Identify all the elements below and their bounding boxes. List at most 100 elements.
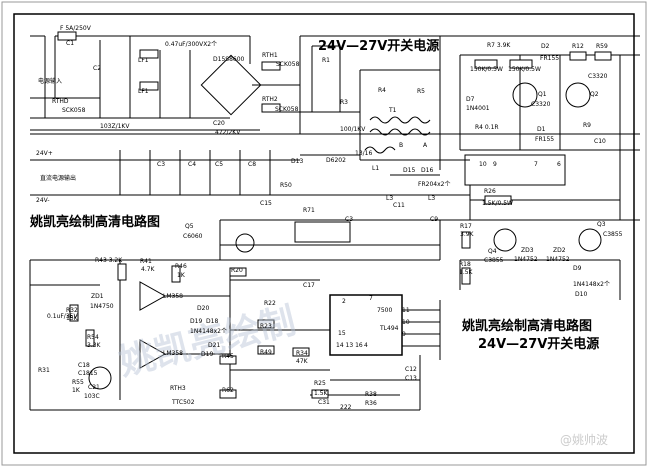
component-label: RTHD [52,98,69,105]
component-label: D15S8600 [213,56,245,63]
component-label: D20 [197,305,209,312]
author-title-left: 姚凯亮绘制高清电路图 [29,214,160,230]
component-label: R45 [222,353,234,360]
component-label: R26 [484,188,496,195]
component-label: 6 [557,161,561,168]
component-label: D10 [575,291,587,298]
component-label: C3320 [531,101,551,108]
component-label: 10 [479,161,487,168]
component-label: 1N4148x2个 [190,328,227,335]
component-label: R43 3.2K [95,257,123,264]
component-label: C1 [66,40,74,47]
component-label: R22 [264,300,276,307]
component-label: R49 [260,349,272,356]
component-label: 7 [369,295,373,302]
component-label: 0.47uF/300VX2个 [165,41,217,48]
component-label: R18 [459,261,471,268]
component-label: R12 [572,43,584,50]
component-label: 直流电源输出 [40,174,76,182]
component-label: C3 [345,216,353,223]
component-label: 电源输入 [38,77,62,85]
component-label: TL494 [379,325,399,332]
component-label: C9 [430,216,438,223]
component-label: SCK058 [276,61,300,68]
component-label: 7 [534,161,538,168]
component-label: R1 [322,57,330,64]
component-label: R34 [296,350,308,357]
component-label: C21 [88,384,100,391]
component-label: C18 [78,362,90,369]
component-label: C20 [213,120,225,127]
component-label: R54 [87,334,99,341]
component-label: C17 [303,282,315,289]
component-label: 4 [364,342,368,349]
component-label: L3 [386,195,393,202]
component-label: LF1 [138,57,149,64]
component-label: C5 [215,161,223,168]
component-label: 1K [177,272,186,279]
component-label: C3855 [484,257,504,264]
component-label: 9 [402,331,406,338]
component-label: R4 [378,87,386,94]
component-label: 222 [340,404,352,411]
brand-mark: @姚帅波 [560,433,608,447]
component-label: 7500 [377,307,392,314]
component-label: R4 0.1R [475,124,499,131]
component-label: SCK058 [275,106,299,113]
component-label: C15 [260,200,272,207]
component-label: 1K [72,387,81,394]
component-label: RTH2 [262,96,278,103]
component-label: FR155 [535,136,554,143]
watermark: 姚凯亮绘制 [114,300,300,384]
component-label: 4.7K [141,266,156,273]
component-label: A [423,142,428,149]
component-label: R38 [365,391,377,398]
component-label: C3320 [588,73,608,80]
component-label: C2 [93,65,101,72]
component-label: C4 [188,161,196,168]
component-label: ZD3 [521,247,534,254]
component-label: 47K [296,358,309,365]
component-label: R32 [66,307,78,314]
component-label: Q1 [538,91,547,98]
component-label: 3.9K [460,231,475,238]
component-label: LM358 [163,293,183,300]
component-label: C10 [594,138,606,145]
component-label: 150K/0.5W [470,66,503,73]
component-label: TTC502 [171,399,195,406]
title-bottom-right: 24V—27V开关电源 [478,336,599,352]
component-label: 103Z/1KV [100,123,130,130]
component-label: D19 [201,351,213,358]
component-label: L3 [428,195,435,202]
component-label: R50 [280,182,292,189]
component-labels: F 5A/250VC1C20.47uF/300VX2个LF1LF1D15S860… [36,25,623,411]
component-label: R17 [460,223,472,230]
component-label: L1 [372,165,379,172]
component-label: 14 13 16 [336,342,363,349]
component-label: D19 [190,318,202,325]
component-label: RTH1 [262,52,278,59]
component-label: D16 [421,167,433,174]
component-label: F 5A/250V [60,25,92,32]
component-label: 9 [493,161,497,168]
component-label: D7 [466,96,475,103]
component-label: D13 [291,158,303,165]
component-label: R25 [314,380,326,387]
component-label: R20 [231,267,243,274]
component-label: 3.3K [87,342,102,349]
component-label: 1.5K/0.5W [482,200,513,207]
component-label: R9 [583,122,591,129]
component-label: R55 [72,379,84,386]
component-label: C8 [248,161,256,168]
component-label: R7 3.9K [487,42,511,49]
component-label: R36 [365,400,377,407]
component-label: 0.1uF/35V [47,313,78,320]
component-label: D9 [573,265,582,272]
component-label: 1.5K [459,269,474,276]
component-label: B [399,142,403,149]
component-label: 150K/0.5W [508,66,541,73]
author-title-right: 姚凯亮绘制高清电路图 [461,318,592,334]
component-label: 472/2KV [215,129,241,136]
